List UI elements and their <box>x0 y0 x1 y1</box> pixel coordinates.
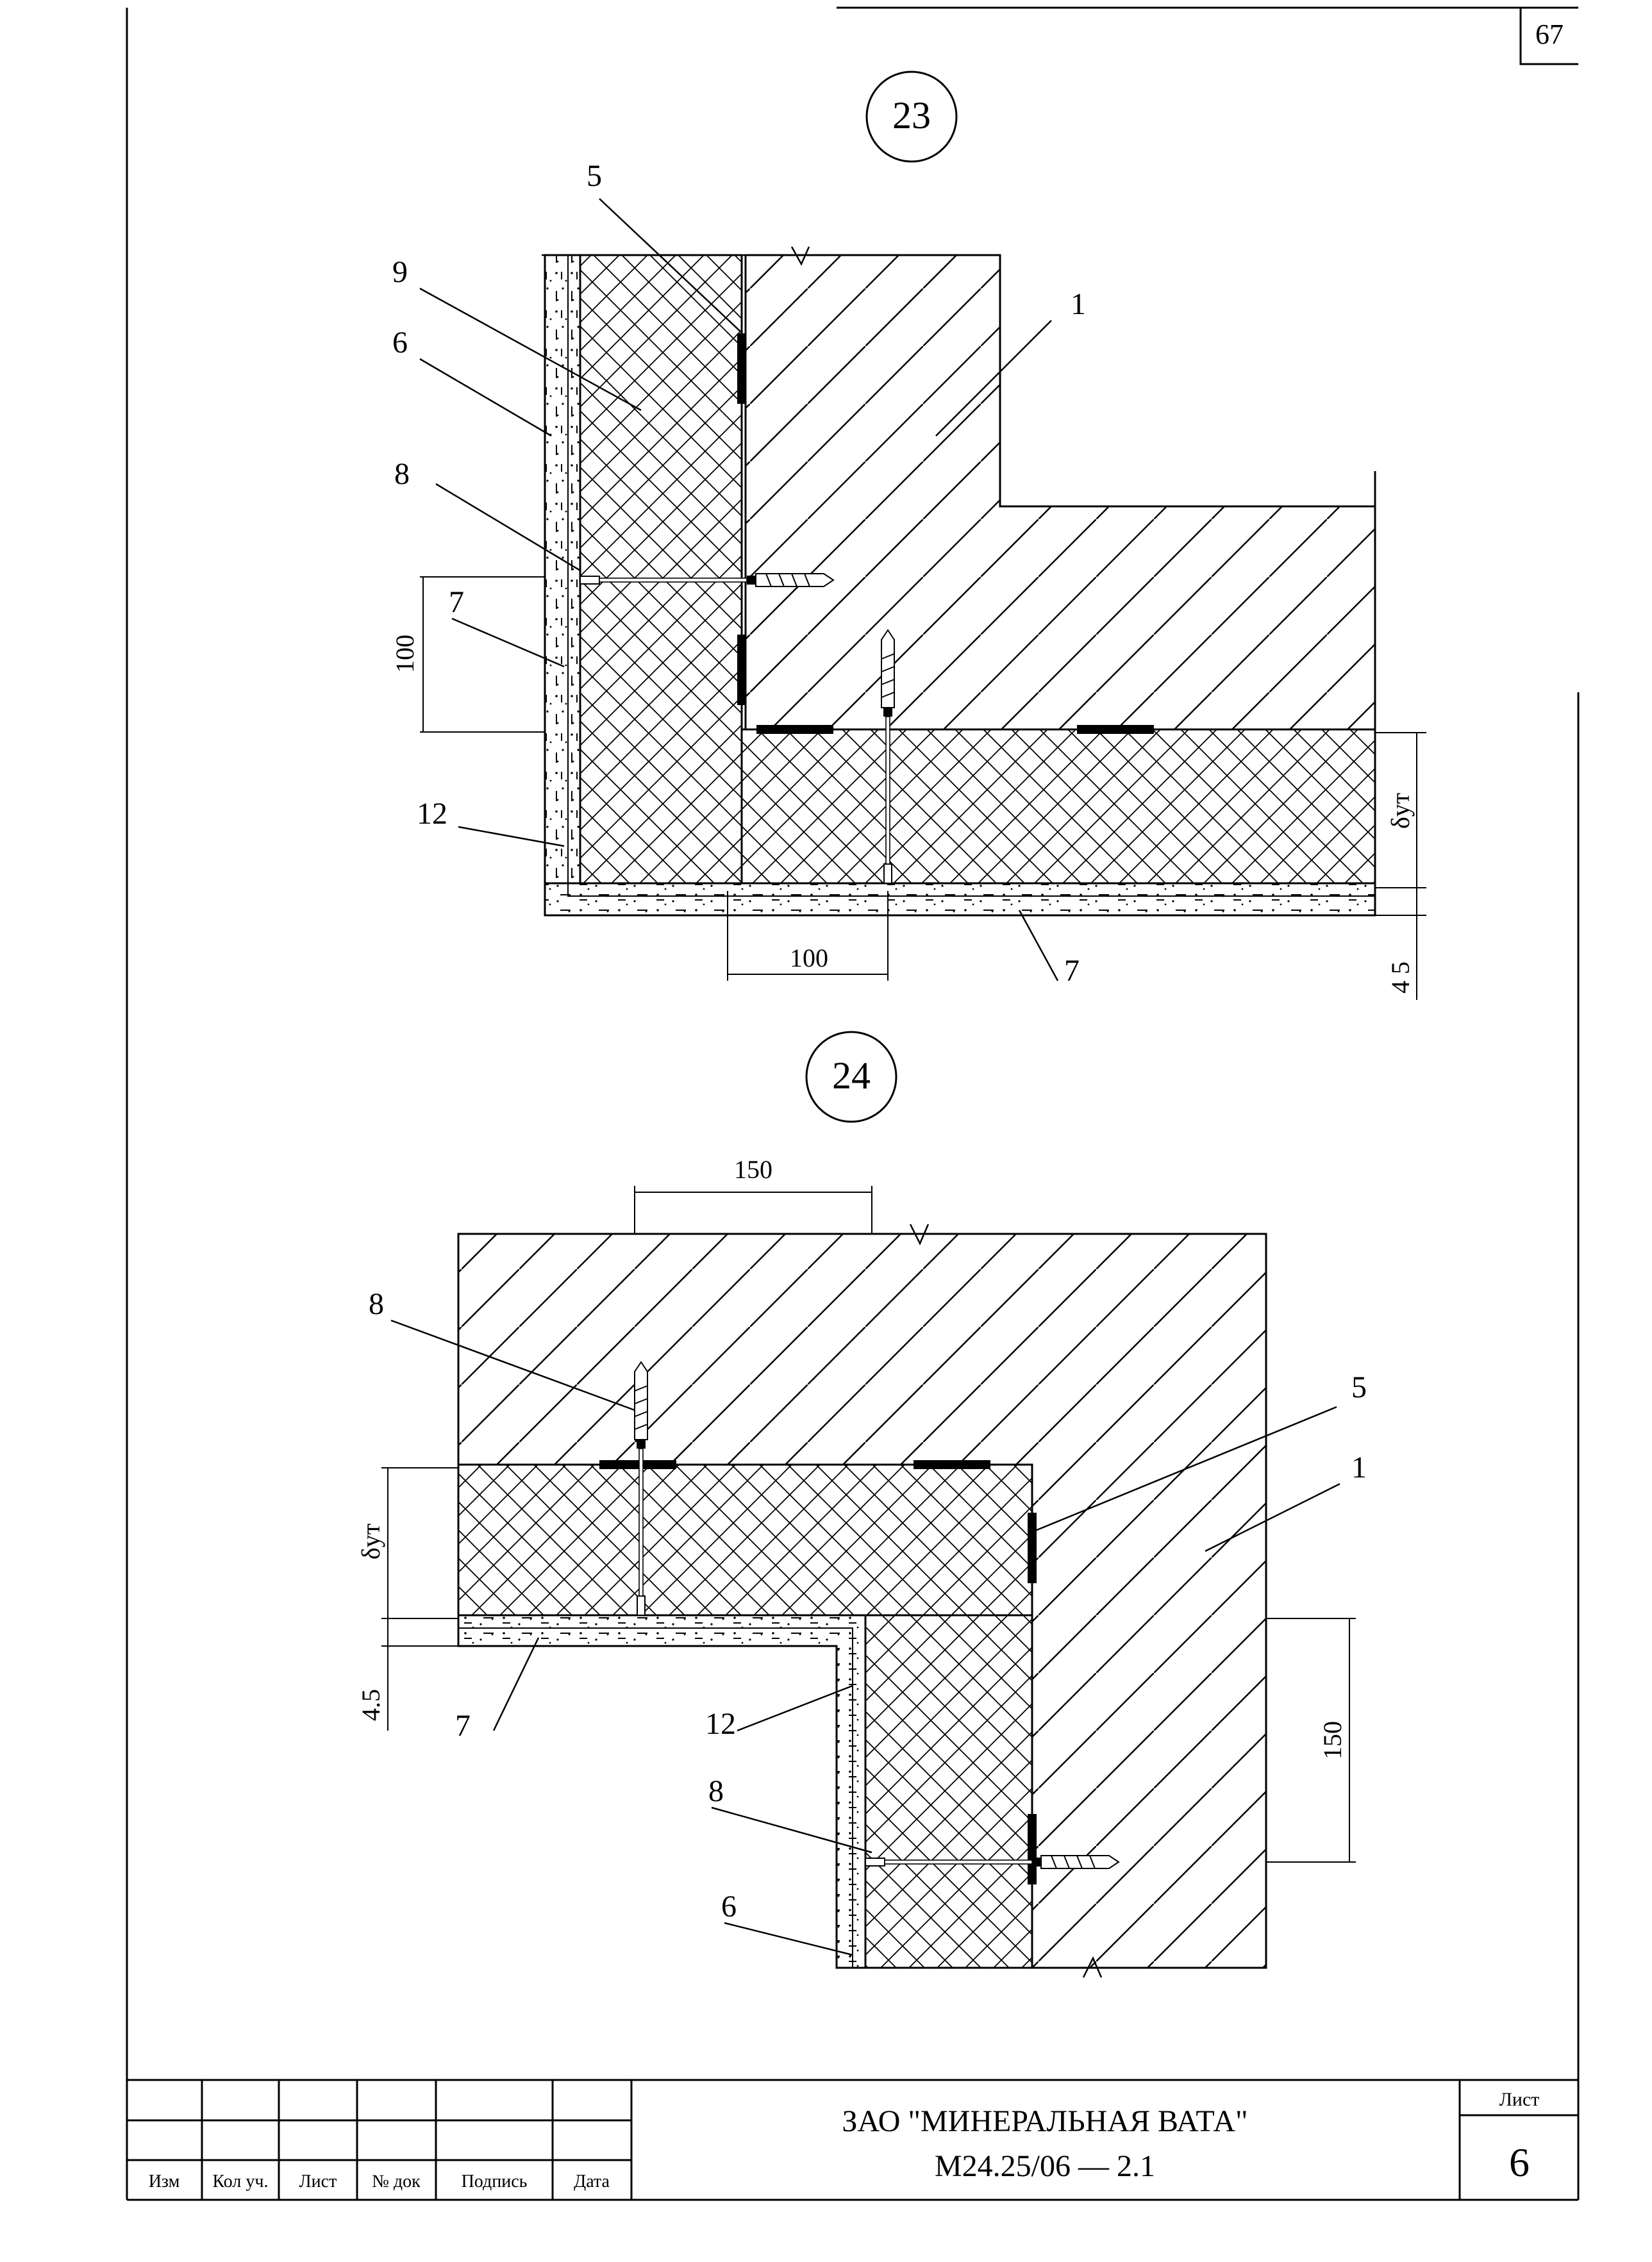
detail-23-dim-layer: 4 5 <box>1386 961 1415 994</box>
sheet-number-box: 67 <box>1519 8 1578 65</box>
title-col-kol-uch: Кол уч. <box>213 2172 269 2191</box>
detail-24-callout-6: 6 <box>721 1890 737 1924</box>
detail-24-plaster <box>457 1614 867 1969</box>
detail-23-callout-8: 8 <box>394 457 410 491</box>
detail-23-dim-100-horizontal: 100 <box>790 944 828 972</box>
detail-24-dim-layer: 4.5 <box>356 1689 385 1721</box>
title-block <box>127 2079 1578 2200</box>
detail-24-mesh <box>458 1627 853 1968</box>
detail-24-callout-8: 8 <box>369 1287 384 1321</box>
title-col-doc-no: № док <box>372 2172 421 2191</box>
detail-24-insulation-horizontal <box>457 1463 1033 1617</box>
detail-24-dim-insulation: δут <box>356 1524 385 1559</box>
detail-24-callout-12: 12 <box>705 1707 736 1741</box>
detail-23-callout-7b: 7 <box>1064 954 1080 988</box>
detail-23-callout-12: 12 <box>417 797 447 831</box>
title-code: М24.25/06 — 2.1 <box>935 2149 1155 2183</box>
title-col-date: Дата <box>574 2172 610 2191</box>
detail-24-dim-150-right: 150 <box>1318 1721 1347 1759</box>
detail-24-callout-1: 1 <box>1351 1451 1367 1484</box>
title-col-signature: Подпись <box>462 2172 528 2191</box>
detail-23-callout-1: 1 <box>1071 287 1086 321</box>
detail-23-label: 23 <box>892 94 931 137</box>
detail-24-insulation-vertical <box>864 1614 1033 1969</box>
detail-23-callout-7: 7 <box>449 585 464 619</box>
sheet-number-top: 67 <box>1535 19 1564 50</box>
detail-24-callout-5: 5 <box>1351 1370 1367 1404</box>
title-sheet-label: Лист <box>1499 2089 1540 2110</box>
detail-24-label: 24 <box>832 1054 871 1097</box>
title-col-list: Лист <box>299 2172 337 2191</box>
detail-24-callout-7: 7 <box>455 1709 471 1743</box>
detail-24: 24 8 5 1 7 <box>356 1031 1367 1978</box>
detail-23-plaster-vertical <box>544 254 581 885</box>
detail-23-callout-5: 5 <box>587 159 602 193</box>
detail-23-plaster-horizontal <box>544 882 1376 917</box>
detail-23-insulation-vertical <box>579 254 743 885</box>
title-company: ЗАО "МИНЕРАЛЬНАЯ ВАТА" <box>842 2104 1247 2138</box>
detail-23: 23 <box>390 71 1426 1000</box>
detail-23-dim-100-vertical: 100 <box>390 635 419 673</box>
detail-24-dim-150-top: 150 <box>734 1155 772 1184</box>
detail-23-concrete-wall <box>744 254 1376 731</box>
detail-23-callout-6: 6 <box>392 326 408 360</box>
title-sheet-value: 6 <box>1509 2140 1530 2185</box>
detail-24-marker <box>805 1031 897 1123</box>
detail-23-mesh <box>567 255 1375 897</box>
detail-23-marker <box>865 71 958 163</box>
title-col-izm: Изм <box>149 2172 180 2191</box>
detail-23-dim-insulation: δут <box>1386 793 1415 829</box>
detail-24-callout-8b: 8 <box>708 1774 724 1808</box>
detail-23-insulation-horizontal <box>740 728 1376 885</box>
detail-23-callout-9: 9 <box>392 255 408 289</box>
